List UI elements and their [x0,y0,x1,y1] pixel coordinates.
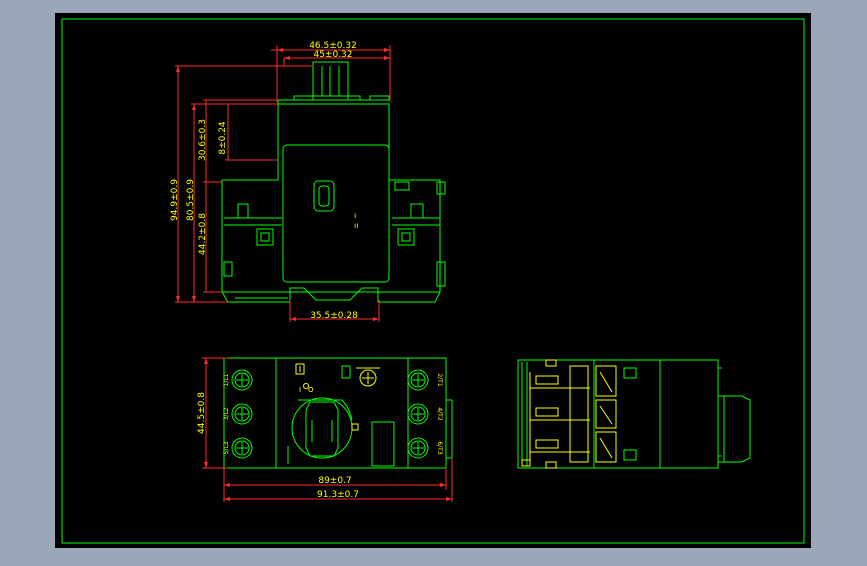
terminal-label-1-l1: 1/L1 [223,373,230,386]
dim-top-height: 44.5±0.8 [197,392,207,434]
dim-width-outer: 46.5±0.32 [309,41,357,51]
side-view [517,359,751,469]
dim-top-width-outer: 91.3±0.7 [317,490,359,500]
terminal-label-5-l3: 5/L3 [223,441,230,454]
front-mark-right: ıı [354,221,358,230]
dim-height-total: 94.9±0.9 [170,179,180,221]
dim-top-width-inner: 89±0.7 [318,476,351,486]
dim-height-lower: 44.2±0.8 [198,213,208,255]
dim-rail-width: 35.5±0.28 [310,311,358,321]
front-dimension-arrows [176,48,390,321]
terminal-label-2-t1: 2/T1 [436,373,443,387]
side-body-outline [517,359,751,469]
knob-mark-on: I [299,386,301,394]
knob-markings [295,363,380,431]
dim-height-step: 8±0.24 [218,121,228,155]
dim-width-inner: 45±0.32 [313,50,352,60]
top-dimension-arrows [204,358,452,501]
top-view: 1/L1 3/L2 5/L3 2/T1 4/T2 6/T3 I O [197,357,453,502]
dim-height-upper: 30.6±0.3 [198,119,208,161]
sheet-border [61,18,805,544]
terminal-label-4-t2: 4/T2 [436,407,443,421]
front-view: ı ıı [170,41,446,322]
model-space [55,13,811,548]
front-body-outline [221,61,446,303]
terminal-label-3-l2: 3/L2 [223,407,230,420]
side-internals [521,359,617,469]
front-mark-left: ı [354,211,356,220]
dim-height-body: 80.5±0.9 [186,179,196,221]
front-dimension-lines [175,45,391,322]
terminal-screws-left [231,369,253,459]
knob-mark-off: O [308,386,314,394]
terminal-label-6-t3: 6/T3 [436,441,443,455]
terminal-screws-right [407,369,429,459]
